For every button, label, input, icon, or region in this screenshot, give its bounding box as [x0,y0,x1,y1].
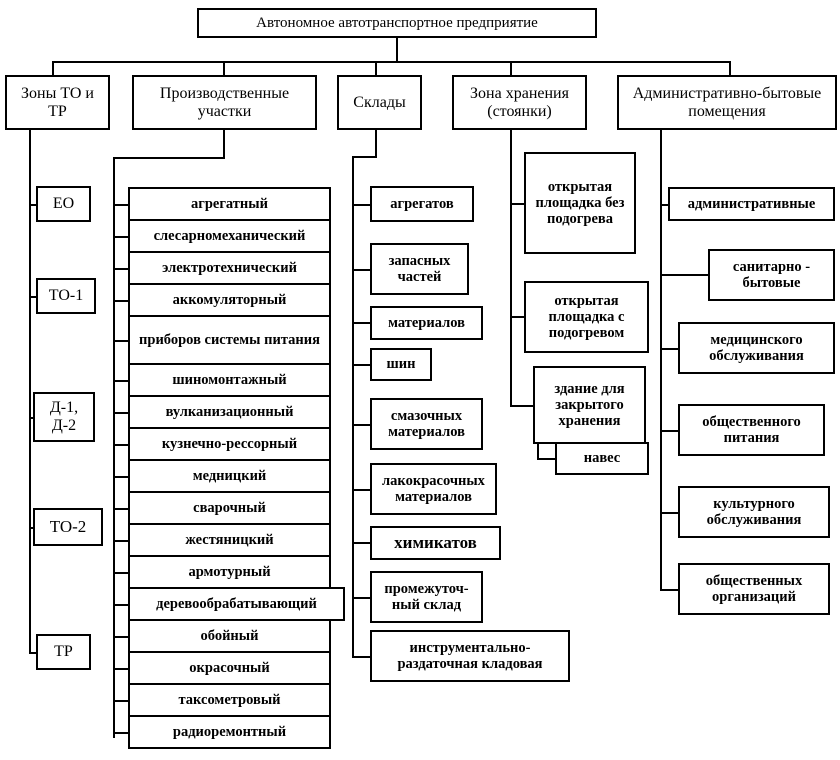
node-to-2[interactable]: ТО-2 [33,508,103,546]
branch-admin[interactable]: Административно-бытовые помещения [617,75,837,130]
node-production-10[interactable]: сварочный [128,491,331,525]
node-d-1-d-2[interactable]: Д-1, Д-2 [33,392,95,442]
connector-canopy [537,458,561,460]
connector-drop-admin [729,61,731,75]
connector-warehouses-elbow [352,156,377,158]
connector-drop-zones [52,61,54,75]
connector-st-2 [510,316,532,318]
node-warehouse-5[interactable]: смазочных материалов [370,398,483,450]
connector-drop-production [223,61,225,75]
node-admin-3[interactable]: медицинского обслуживания [678,322,835,374]
connector-prod-9 [113,476,130,478]
node-production-5[interactable]: приборов системы питания [128,315,331,365]
connector-adm-4 [660,430,682,432]
connector-drop-storage [510,61,512,75]
node-warehouse-1[interactable]: агрегатов [370,186,474,222]
node-to-1[interactable]: ТО-1 [36,278,96,314]
connector-root-bus [52,61,730,63]
node-admin-4[interactable]: общественного питания [678,404,825,456]
connector-prod-10 [113,508,130,510]
node-production-17[interactable]: радиоремонтный [128,715,331,749]
connector-admin-trunk [660,130,662,590]
connector-wh-5 [352,424,374,426]
root-node: Автономное автотранспортное предприятие [197,8,597,38]
node-production-12[interactable]: армотурный [128,555,331,589]
connector-warehouses-trunk [352,156,354,656]
connector-prod-17 [113,732,130,734]
connector-wh-9 [352,656,374,658]
node-tr[interactable]: ТР [36,634,91,670]
node-production-15[interactable]: окрасочный [128,651,331,685]
node-storage-canopy[interactable]: навес [555,442,649,475]
connector-prod-4 [113,300,130,302]
node-production-11[interactable]: жестяницкий [128,523,331,557]
connector-prod-1 [113,204,130,206]
connector-prod-6 [113,380,130,382]
connector-prod-11 [113,540,130,542]
connector-production-stem [223,130,225,158]
branch-zones[interactable]: Зоны ТО и ТР [5,75,110,130]
connector-prod-12 [113,572,130,574]
connector-prod-5 [113,340,130,342]
connector-production-trunk [113,157,115,738]
node-warehouse-6[interactable]: лакокрасочных материалов [370,463,497,515]
connector-drop-warehouses [375,61,377,75]
node-storage-2[interactable]: открытая площадка с подогревом [524,281,649,353]
branch-storage[interactable]: Зона хранения (стоянки) [452,75,587,130]
node-production-9[interactable]: медницкий [128,459,331,493]
node-admin-1[interactable]: административные [668,187,835,221]
connector-prod-15 [113,668,130,670]
connector-wh-3 [352,322,374,324]
node-production-8[interactable]: кузнечно-рессорный [128,427,331,461]
connector-prod-3 [113,268,130,270]
node-warehouse-3[interactable]: материалов [370,306,483,340]
connector-wh-2 [352,269,374,271]
connector-prod-2 [113,236,130,238]
node-production-4[interactable]: аккомуляторный [128,283,331,317]
connector-production-elbow [113,157,225,159]
branch-warehouses[interactable]: Склады [337,75,422,130]
node-admin-2[interactable]: санитарно - бытовые [708,249,835,301]
node-warehouse-8[interactable]: промежуточ-ный склад [370,571,483,623]
node-admin-6[interactable]: общественных организаций [678,563,830,615]
connector-wh-6 [352,489,374,491]
connector-adm-6 [660,589,682,591]
connector-warehouses-stem [375,130,377,157]
node-production-1[interactable]: агрегатный [128,187,331,221]
connector-prod-14 [113,636,130,638]
node-production-7[interactable]: вулканизационный [128,395,331,429]
node-production-6[interactable]: шиномонтажный [128,363,331,397]
node-production-13[interactable]: деревообрабатывающий [128,587,345,621]
node-storage-3[interactable]: здание для закрытого хранения [533,366,646,444]
node-eo[interactable]: ЕО [36,186,91,222]
connector-wh-7 [352,542,374,544]
connector-st-3 [510,405,538,407]
node-warehouse-2[interactable]: запасных частей [370,243,469,295]
connector-prod-7 [113,412,130,414]
node-production-3[interactable]: электротехнический [128,251,331,285]
node-production-14[interactable]: обойный [128,619,331,653]
connector-prod-8 [113,444,130,446]
connector-wh-1 [352,204,374,206]
connector-adm-3 [660,348,682,350]
node-admin-5[interactable]: культурного обслуживания [678,486,830,538]
connector-storage-trunk [510,130,512,406]
connector-root-stem [396,38,398,61]
connector-adm-5 [660,512,682,514]
connector-prod-16 [113,700,130,702]
connector-adm-2 [660,274,712,276]
node-warehouse-9[interactable]: инструментально-раздаточная кладовая [370,630,570,682]
branch-production[interactable]: Производственные участки [132,75,317,130]
node-warehouse-7[interactable]: химикатов [370,526,501,560]
node-production-2[interactable]: слесарномеханический [128,219,331,253]
connector-zones-trunk [29,130,31,654]
connector-prod-13 [113,604,130,606]
connector-wh-4 [352,364,374,366]
connector-st-1 [510,203,532,205]
connector-wh-8 [352,597,374,599]
node-production-16[interactable]: таксометровый [128,683,331,717]
node-storage-1[interactable]: открытая площадка без подогрева [524,152,636,254]
node-warehouse-4[interactable]: шин [370,348,432,381]
